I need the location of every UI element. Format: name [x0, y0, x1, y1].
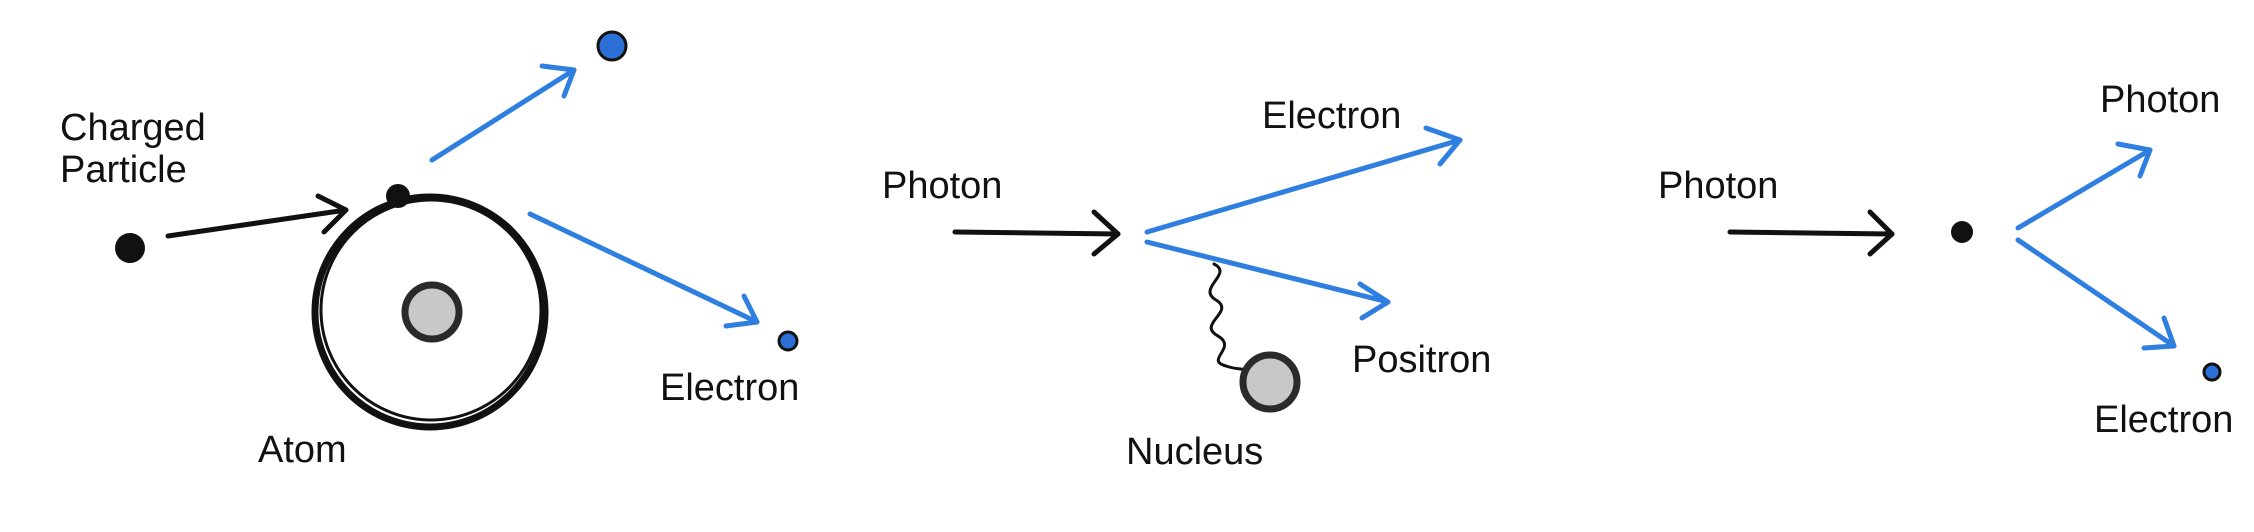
scattered-particle-arrow: [429, 67, 577, 163]
label-particle: Particle: [60, 149, 187, 191]
charged-particle-dot: [115, 233, 145, 263]
ejected-electron-arrow: [527, 211, 760, 325]
label-electron-1: Electron: [660, 367, 799, 409]
ejected-electron-dot: [777, 330, 799, 352]
atom-orbit-inner-stroke: [319, 198, 543, 422]
label-photon-2: Photon: [882, 165, 1002, 207]
scattered-photon-arrowhead: [2115, 141, 2153, 179]
scattered-particle-dot: [596, 30, 628, 62]
incoming-photon-arrowhead: [1091, 209, 1121, 257]
label-atom: Atom: [258, 429, 347, 471]
incoming-photon-arrow-3: [1727, 229, 1895, 237]
incoming-particle-arrow: [165, 207, 349, 239]
positron-arrowhead: [1357, 281, 1391, 321]
electron-arrow: [1144, 137, 1463, 235]
ejected-electron-arrowhead: [723, 293, 760, 329]
orbital-electron-dot: [386, 184, 410, 208]
incoming-particle-arrowhead: [315, 193, 349, 235]
label-photon-in: Photon: [1658, 165, 1778, 207]
positron-arrow: [1144, 239, 1391, 305]
electron-arrowhead: [1423, 125, 1463, 167]
panel-ionization: Charged Particle Electron Atom: [60, 30, 799, 471]
interaction-wave: [1208, 262, 1248, 372]
label-nucleus: Nucleus: [1126, 431, 1263, 473]
nucleus-2: [1239, 351, 1301, 413]
scattered-photon-arrow: [2015, 147, 2153, 231]
label-photon-out: Photon: [2100, 79, 2220, 121]
panel-pair-production: Photon Electron Positron Nucleus: [882, 95, 1491, 473]
label-electron-3: Electron: [2094, 399, 2233, 441]
atom-orbit: [311, 193, 549, 431]
label-electron-2: Electron: [1262, 95, 1401, 137]
scattered-particle-arrowhead: [539, 63, 577, 99]
recoil-electron-arrowhead: [2141, 315, 2177, 351]
recoil-electron-arrow: [2015, 237, 2177, 349]
atom-nucleus: [401, 281, 463, 343]
label-positron: Positron: [1352, 339, 1491, 381]
target-electron-dot: [1951, 221, 1973, 243]
panel-compton-scattering: Photon Photon Electron: [1658, 79, 2233, 441]
label-charged: Charged: [60, 107, 206, 149]
incoming-photon-arrow: [952, 229, 1121, 237]
recoil-electron-dot: [2202, 362, 2222, 382]
incoming-photon-arrowhead-3: [1867, 209, 1895, 257]
